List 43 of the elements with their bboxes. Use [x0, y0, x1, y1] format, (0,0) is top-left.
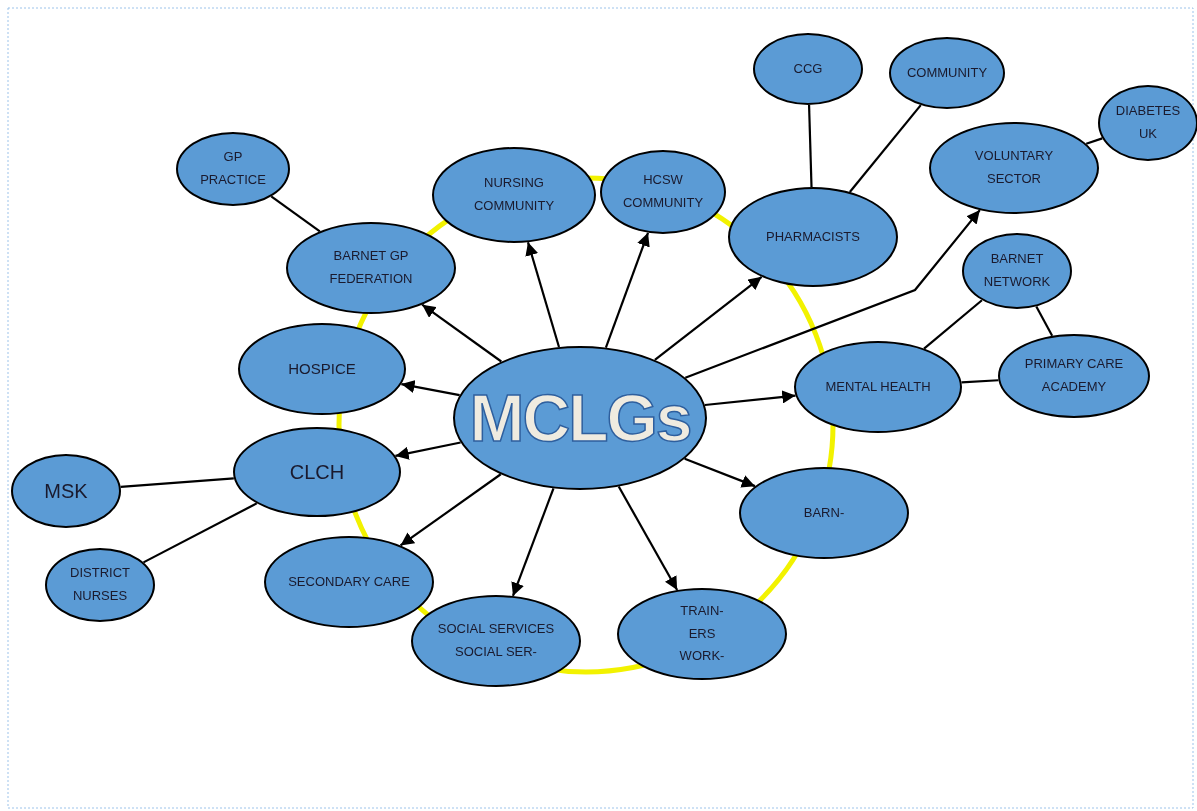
connector: [807, 104, 813, 188]
connector: [704, 390, 796, 407]
node-label: HCSW COMMUNITY: [621, 171, 705, 212]
node-label: MENTAL HEALTH: [825, 377, 931, 396]
connector: [120, 477, 234, 488]
connector: [399, 473, 502, 547]
connector: [421, 303, 502, 363]
node-label: TRAIN-: [680, 601, 724, 620]
connector: [654, 276, 763, 361]
node-label: HOSPICE: [288, 358, 356, 379]
node-label: SECONDARY CARE: [288, 572, 410, 591]
node-label: PRIMARY CARE ACADEMY: [1023, 355, 1125, 396]
node-label: GP PRACTICE: [199, 148, 267, 189]
node-label: BARN-: [803, 503, 845, 522]
node-label: NURSING COMMUNITY: [472, 174, 556, 215]
node-label: WORK-: [679, 647, 725, 666]
connector: [1085, 137, 1103, 145]
node-label: ERS: [688, 624, 716, 643]
node-label: DIABETES UK: [1114, 102, 1182, 143]
connector: [684, 457, 756, 488]
node-label: SOCIAL SERVICES: [437, 620, 555, 639]
title-text: MCLGs: [469, 385, 691, 451]
node-label: SOCIAL SER-: [455, 643, 537, 661]
node-label: COMMUNITY: [906, 63, 988, 82]
node-label: PHARMACISTS: [766, 227, 860, 246]
node-label: VOLUNTARY SECTOR: [973, 147, 1055, 188]
connector: [395, 441, 461, 460]
connector: [961, 379, 999, 384]
connector: [143, 502, 258, 564]
connector: [511, 488, 555, 597]
connector: [1035, 306, 1054, 337]
node-label: BARNET NETWORK: [982, 250, 1052, 291]
node-label: CLCH: [289, 459, 345, 485]
connector: [923, 299, 983, 350]
node-label: DISTRICT NURSES: [69, 564, 131, 605]
connector: [848, 104, 922, 193]
connector: [684, 209, 981, 379]
connector: [525, 242, 561, 348]
connector: [270, 195, 321, 233]
node-label: MSK: [44, 478, 88, 504]
node-label: CCG: [793, 59, 823, 78]
node-label: BARNET GP FEDERATION: [328, 247, 414, 288]
connector: [604, 232, 650, 348]
